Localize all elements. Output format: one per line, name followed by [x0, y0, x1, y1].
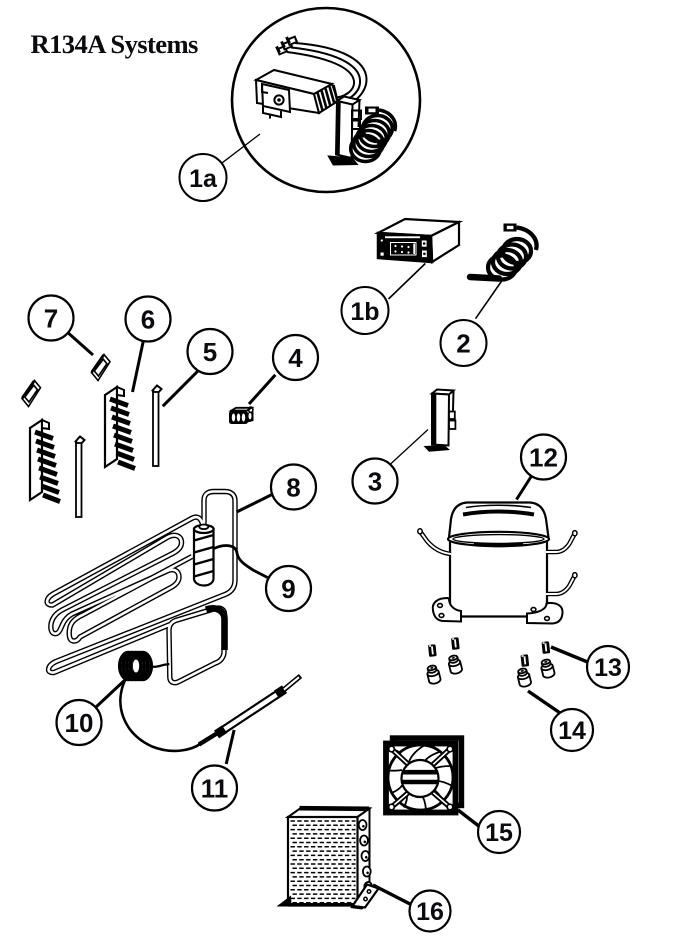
svg-text:5: 5	[203, 337, 217, 367]
svg-text:14: 14	[558, 717, 586, 745]
svg-text:8: 8	[286, 473, 300, 503]
svg-text:9: 9	[281, 574, 295, 604]
svg-text:1b: 1b	[350, 298, 379, 326]
svg-text:R134A Systems: R134A Systems	[31, 29, 199, 59]
svg-text:10: 10	[65, 708, 94, 738]
svg-text:1a: 1a	[189, 165, 218, 193]
svg-text:3: 3	[368, 467, 382, 497]
svg-text:15: 15	[485, 819, 513, 847]
svg-text:2: 2	[456, 329, 470, 359]
svg-text:7: 7	[44, 304, 58, 334]
svg-text:4: 4	[288, 343, 303, 373]
svg-text:11: 11	[201, 774, 229, 804]
svg-text:16: 16	[416, 898, 444, 926]
svg-text:13: 13	[594, 654, 622, 682]
svg-text:12: 12	[529, 443, 558, 473]
svg-text:6: 6	[141, 305, 155, 335]
